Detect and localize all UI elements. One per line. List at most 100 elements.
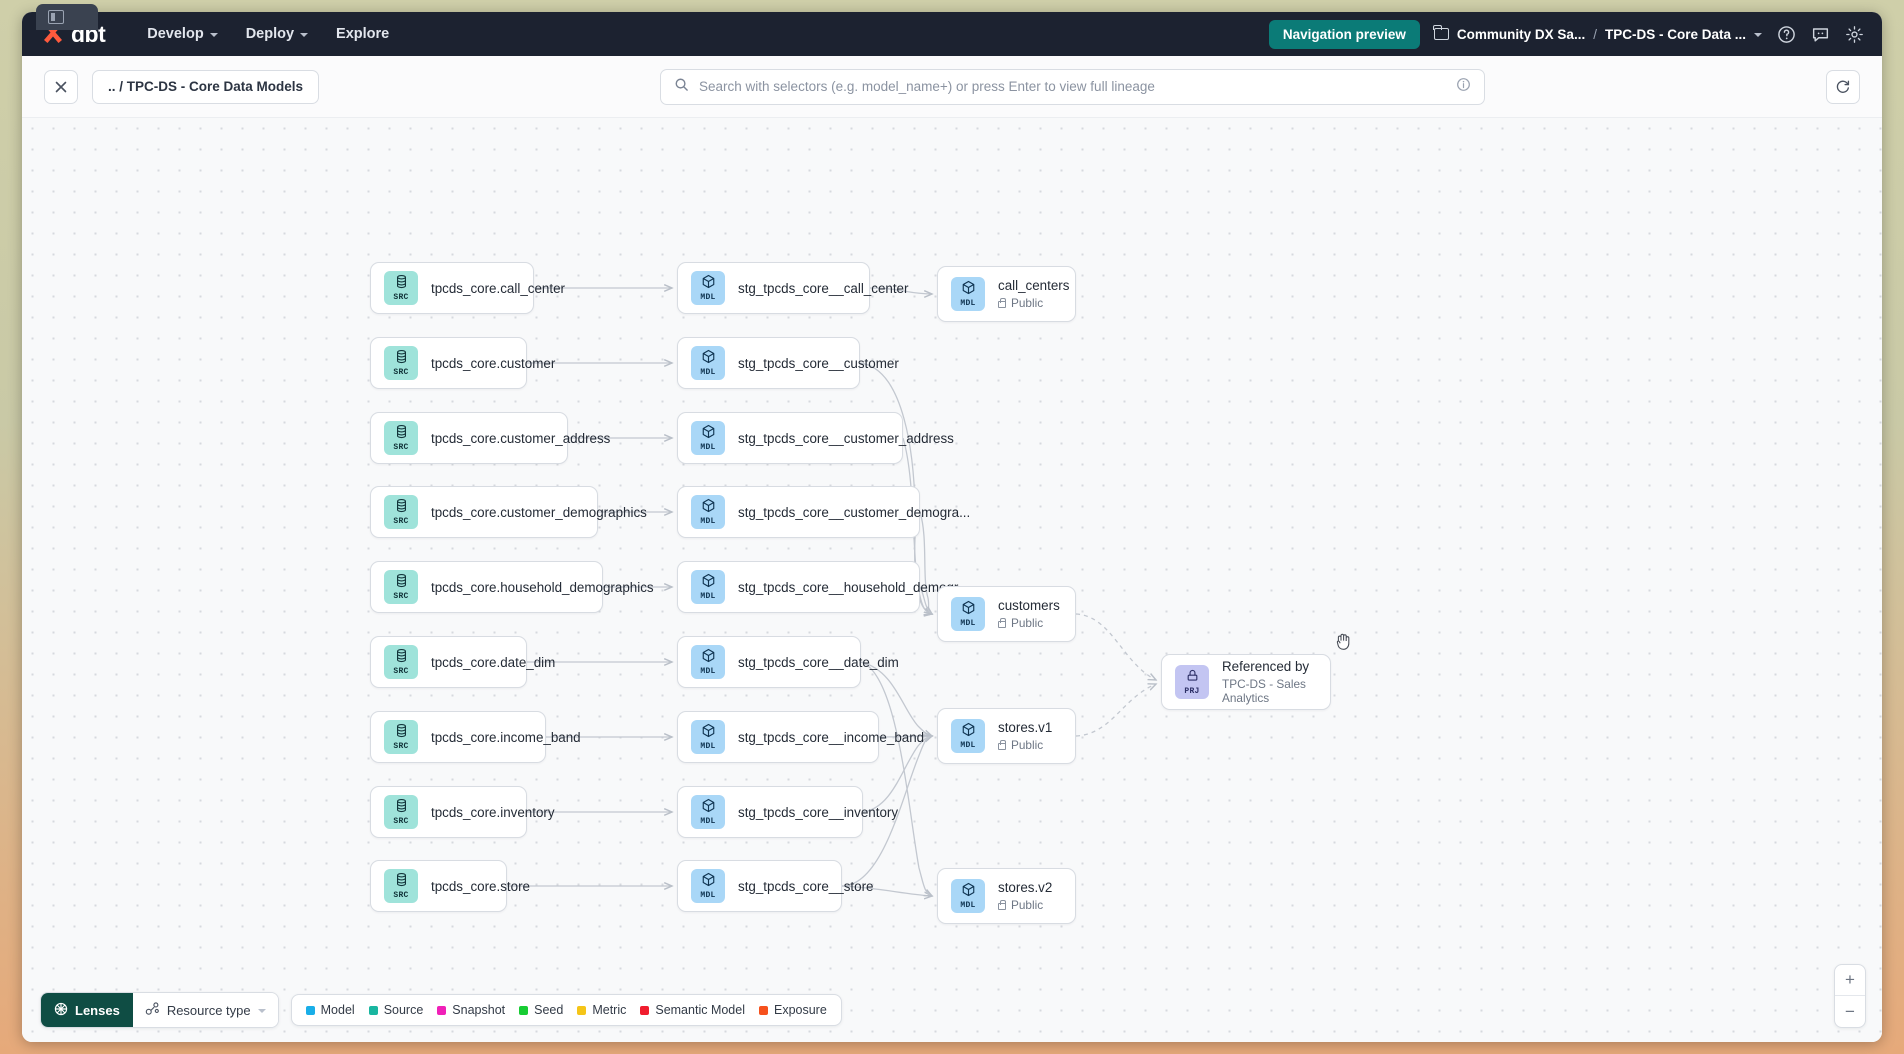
info-circle-icon[interactable]	[1456, 77, 1471, 97]
src-badge-icon: SRC	[384, 421, 418, 455]
graph-node-title: stg_tpcds_core__inventory	[738, 804, 899, 820]
src-badge-icon: SRC	[384, 570, 418, 604]
nav-item-develop-label: Develop	[147, 26, 204, 42]
zoom-controls: + −	[1834, 964, 1866, 1028]
mdl-badge-icon: MDL	[691, 869, 725, 903]
mdl-badge-icon: MDL	[691, 495, 725, 529]
legend-swatch	[437, 1005, 447, 1015]
zoom-out-button[interactable]: −	[1845, 1001, 1855, 1021]
nav-item-develop[interactable]: Develop	[133, 20, 231, 48]
legend-label: Model	[320, 1003, 355, 1017]
graph-node-title: tpcds_core.income_band	[431, 729, 581, 745]
breadcrumb-separator: /	[1593, 26, 1597, 42]
graph-node-title: stores.v1	[998, 720, 1053, 735]
refresh-button[interactable]	[1826, 69, 1860, 104]
src-badge-icon: SRC	[384, 645, 418, 679]
graph-node-subtitle: Public	[998, 738, 1052, 752]
graph-node-title: stg_tpcds_core__store	[738, 878, 874, 894]
folder-icon	[1433, 25, 1449, 40]
graph-node-src_customer_address[interactable]: SRC tpcds_core.customer_address	[370, 412, 610, 464]
chevron-down-icon	[209, 33, 218, 37]
navigation-preview-button[interactable]: Navigation preview	[1268, 19, 1420, 49]
legend-swatch	[758, 1005, 768, 1015]
mdl-badge-icon: MDL	[691, 645, 725, 679]
graph-node-title: stg_tpcds_core__income_band	[738, 729, 925, 745]
graph-node-title: tpcds_core.customer_address	[431, 430, 611, 446]
legend-item-model[interactable]: Model	[305, 1003, 355, 1017]
window-tab-chrome[interactable]	[36, 4, 98, 30]
search-placeholder-text: Search with selectors (e.g. model_name+)…	[699, 79, 1155, 94]
window-tab-icon	[48, 10, 64, 24]
breadcrumb-chip[interactable]: .. / TPC-DS - Core Data Models	[92, 69, 320, 104]
graph-node-title: tpcds_core.customer	[431, 355, 556, 371]
lock-icon	[998, 297, 1006, 308]
legend-swatch	[577, 1005, 587, 1015]
src-badge-icon: SRC	[384, 720, 418, 754]
gear-icon[interactable]	[1844, 24, 1864, 44]
graph-node-src_store[interactable]: SRC tpcds_core.store	[370, 860, 530, 912]
graph-node-subtitle: Public	[998, 296, 1069, 310]
lens-controls: Lenses Resource type	[40, 992, 279, 1028]
graph-node-title: call_centers	[998, 278, 1070, 293]
legend-item-seed[interactable]: Seed	[519, 1003, 563, 1017]
mdl-badge-icon: MDL	[951, 597, 985, 631]
legend-item-semantic-model[interactable]: Semantic Model	[640, 1003, 745, 1017]
graph-node-title: tpcds_core.call_center	[431, 280, 565, 296]
src-badge-icon: SRC	[384, 271, 418, 305]
legend-item-snapshot[interactable]: Snapshot	[437, 1003, 505, 1017]
navbar-right-group: Navigation preview Community DX Sa... / …	[1268, 19, 1864, 49]
src-badge-icon: SRC	[384, 869, 418, 903]
zoom-in-button[interactable]: +	[1835, 965, 1865, 996]
close-button[interactable]	[44, 69, 78, 104]
nav-item-explore[interactable]: Explore	[322, 20, 403, 48]
nav-item-explore-label: Explore	[336, 26, 390, 42]
feedback-icon[interactable]	[1810, 24, 1830, 44]
graph-node-stg_store[interactable]: MDL stg_tpcds_core__store	[677, 860, 873, 912]
project-name[interactable]: TPC-DS - Core Data ...	[1604, 26, 1746, 42]
help-circle-icon[interactable]	[1776, 24, 1796, 44]
graph-node-src_call_center[interactable]: SRC tpcds_core.call_center	[370, 262, 565, 314]
account-name[interactable]: Community DX Sa...	[1456, 26, 1586, 42]
legend-label: Exposure	[773, 1003, 827, 1017]
graph-node-title: stg_tpcds_core__customer	[738, 355, 899, 371]
search-input[interactable]: Search with selectors (e.g. model_name+)…	[660, 68, 1486, 105]
legend-item-metric[interactable]: Metric	[577, 1003, 626, 1017]
legend-swatch	[305, 1005, 315, 1015]
graph-node-title: tpcds_core.customer_demographics	[431, 504, 647, 520]
legend-item-exposure[interactable]: Exposure	[758, 1003, 827, 1017]
resource-type-dropdown[interactable]: Resource type	[132, 993, 278, 1027]
chevron-down-icon[interactable]	[1754, 33, 1762, 37]
graph-node-src_income_band[interactable]: SRC tpcds_core.income_band	[370, 711, 581, 763]
nav-item-deploy[interactable]: Deploy	[232, 20, 322, 48]
graph-node-title: tpcds_core.inventory	[431, 804, 555, 820]
public-label: Public	[1011, 898, 1044, 912]
top-navbar: dbt Develop Deploy Explore Navigation pr…	[22, 12, 1882, 56]
graph-node-title: tpcds_core.store	[431, 878, 530, 894]
legend-item-source[interactable]: Source	[368, 1003, 423, 1017]
lenses-button[interactable]: Lenses	[41, 993, 133, 1027]
